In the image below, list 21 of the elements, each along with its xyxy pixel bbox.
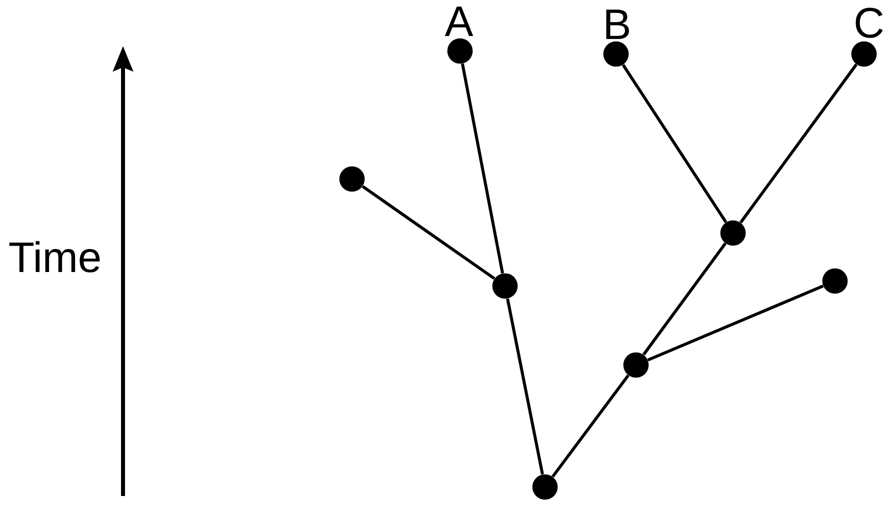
dot [720, 220, 746, 246]
leaf-label: B [606, 10, 629, 39]
branch-line [506, 298, 544, 475]
dot [623, 352, 649, 378]
dot [603, 41, 629, 67]
leaf-label: A [444, 6, 474, 36]
branch-line [642, 242, 727, 356]
branch-line [362, 185, 496, 280]
branch-line [460, 63, 504, 274]
dot [851, 41, 877, 67]
dot [339, 166, 365, 192]
dot [532, 474, 558, 500]
axis-label: Time [9, 241, 100, 272]
branch-line [739, 64, 858, 224]
dot [822, 268, 848, 294]
branch-line [622, 64, 728, 223]
dot [492, 273, 518, 299]
branch-line [552, 374, 630, 478]
dot [447, 38, 473, 64]
leaf-label: C [856, 8, 883, 38]
branch-line [647, 284, 824, 362]
